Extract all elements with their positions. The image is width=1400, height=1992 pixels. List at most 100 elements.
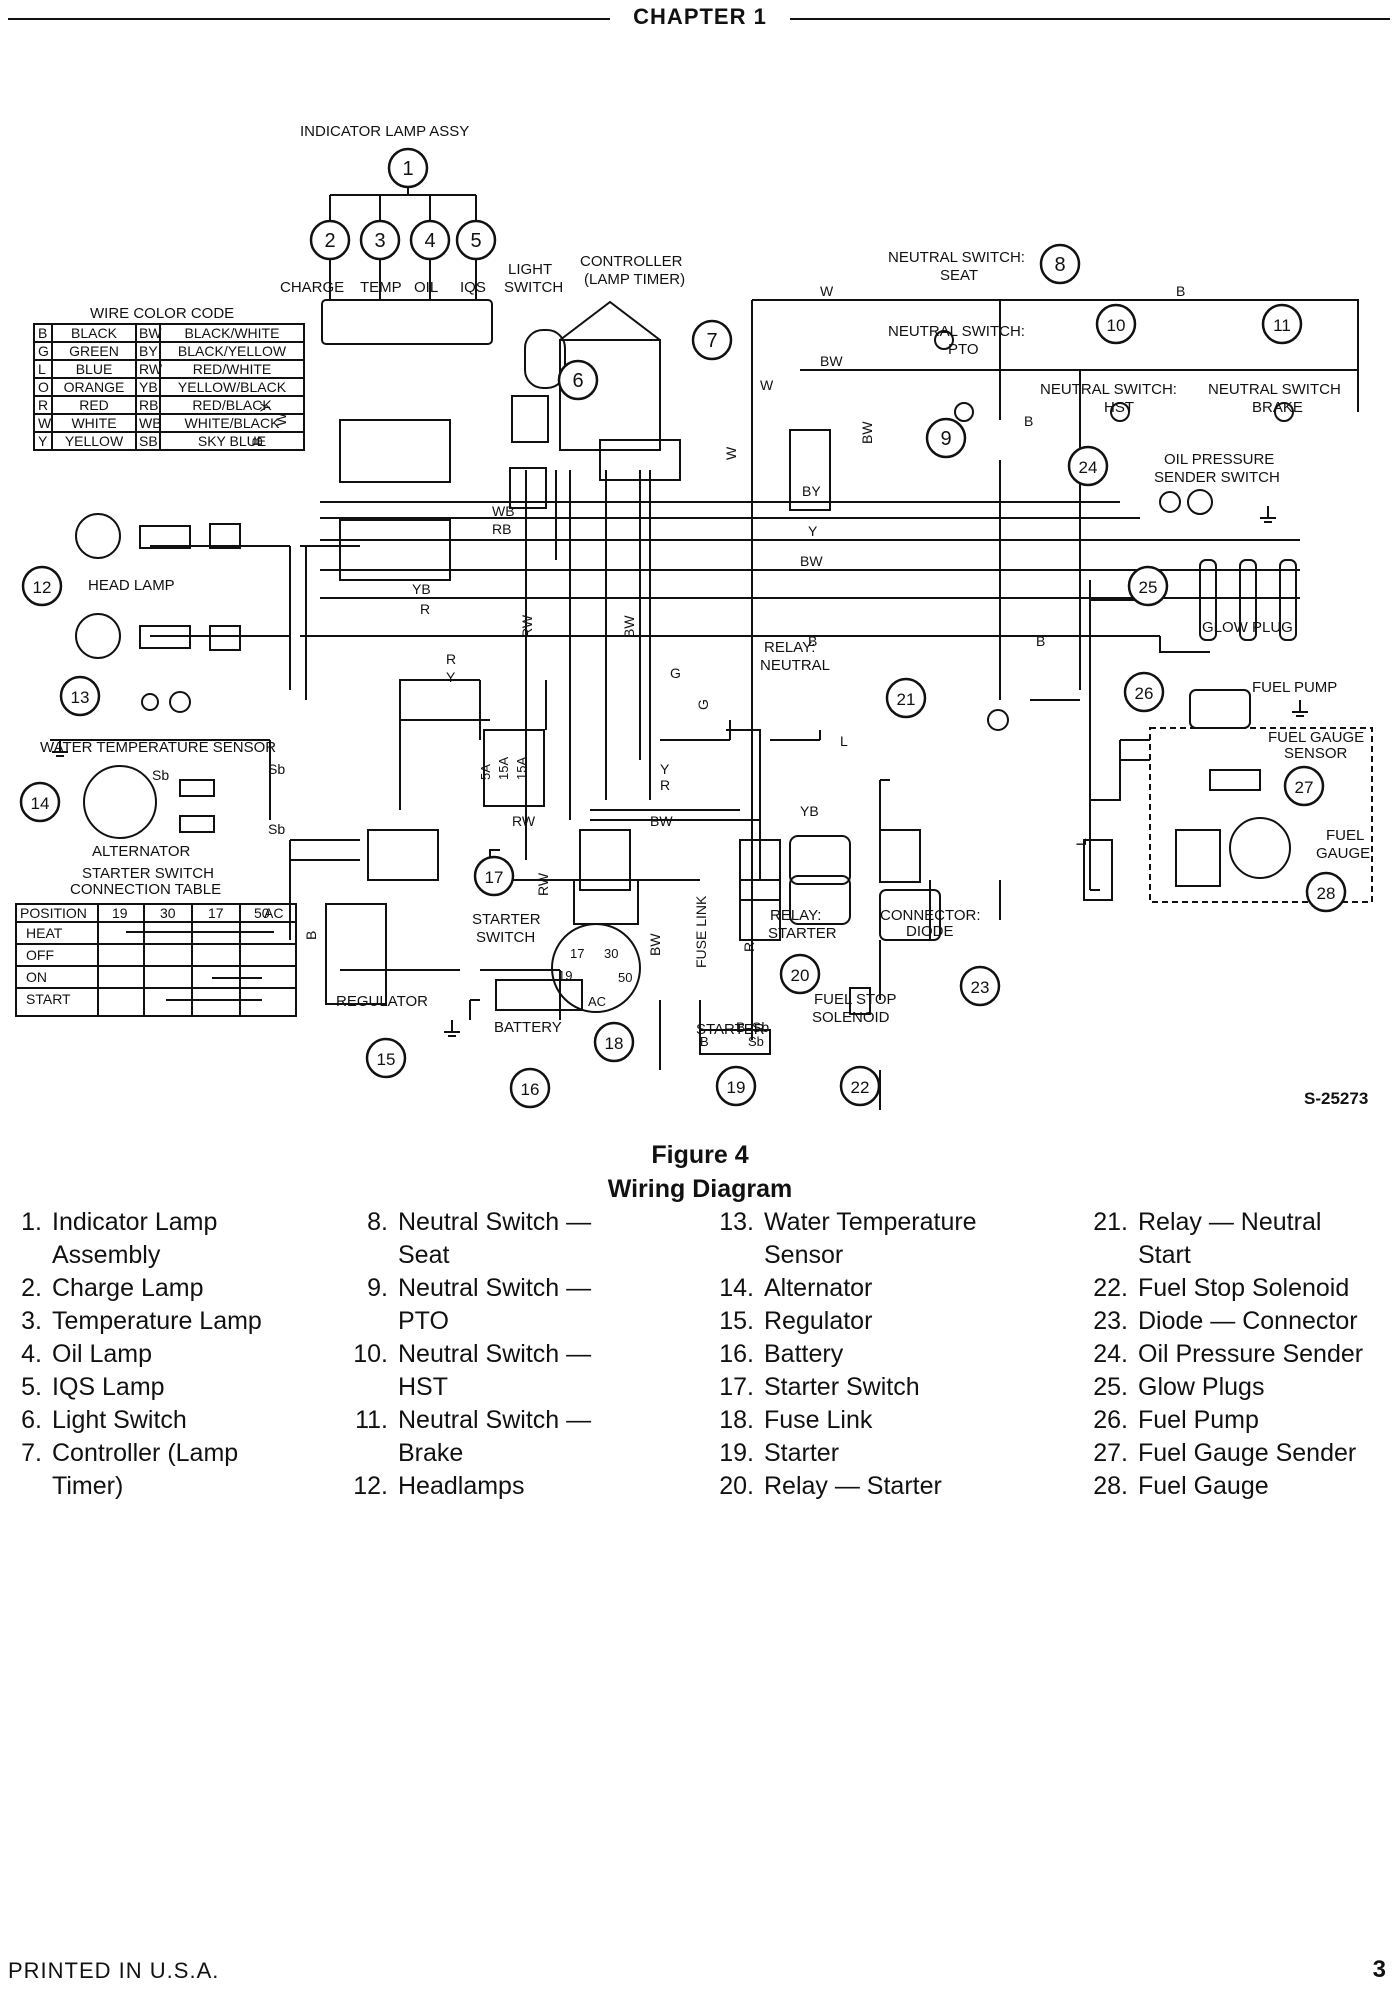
relay-starter-body	[789, 875, 851, 925]
starter-table-header-5: AC	[264, 905, 283, 921]
wire-code-bw4: BW	[621, 615, 637, 638]
legend-item-text: Neutral Switch — PTO	[398, 1274, 592, 1335]
wire-code-b5: B	[303, 931, 319, 940]
label-controller-2: (LAMP TIMER)	[584, 271, 685, 288]
label-water-temp-sensor: WATER TEMPERATURE SENSOR	[40, 739, 276, 756]
legend-item: 17.Starter Switch	[712, 1371, 1042, 1404]
wire-code-wb: WB	[492, 503, 515, 519]
label-fuse-link: FUSE LINK	[693, 895, 709, 968]
callout-16-circle	[509, 1067, 551, 1109]
ground-symbols	[52, 506, 1308, 1037]
head-lamp-lower	[75, 613, 121, 659]
terminal-label-1: 30	[604, 946, 618, 961]
legend-item: 11.Neutral Switch — Brake	[346, 1404, 676, 1470]
label-neutral-pto-2: PTO	[948, 341, 979, 358]
wcc-code-6: Y	[38, 433, 48, 449]
fuel-gauge-dial	[1229, 817, 1291, 879]
callout-23-circle	[959, 965, 1001, 1007]
glow-plug-3	[1279, 559, 1297, 641]
alternator-connector	[367, 829, 439, 881]
legend-item: 19.Starter	[712, 1437, 1042, 1470]
wire-code-bw6: BW	[647, 933, 663, 956]
legend-item: 5.IQS Lamp	[0, 1371, 320, 1404]
legend-item-text: Water Temperature Sensor	[764, 1208, 977, 1269]
legend-item: 15.Regulator	[712, 1305, 1042, 1338]
callout-2: 2	[324, 230, 335, 252]
header-rule-left	[8, 18, 610, 20]
wcc-color2-4: RED/BLACK	[192, 397, 272, 413]
label-wire-color-code: WIRE COLOR CODE	[90, 305, 234, 322]
wire-code-sb2: Sb	[268, 761, 285, 777]
legend-item-number: 23.	[1093, 1307, 1128, 1335]
wcc-code2-0: BW	[139, 325, 162, 341]
page-number: 3	[1372, 1956, 1386, 1983]
callout-13-circle	[59, 675, 101, 717]
legend-item-number: 21.	[1093, 1208, 1128, 1236]
wire-code-sb4: Sb	[752, 1019, 769, 1035]
callout-8-circle	[1039, 243, 1081, 285]
callout-26: 26	[1135, 684, 1154, 703]
neutral-brake-switch	[1274, 402, 1294, 422]
label-fuel-stop-1: FUEL STOP	[814, 991, 897, 1008]
wire-code-bw1: BW	[820, 353, 843, 369]
light-switch-plug	[509, 467, 547, 509]
label-fuel-gauge-2: GAUGE	[1316, 845, 1370, 862]
label-neutral-brake-2: BRAKE	[1252, 399, 1303, 416]
wcc-color2-1: BLACK/YELLOW	[178, 343, 287, 359]
label-relay-neutral-1: RELAY:	[764, 639, 815, 656]
legend-item-text: Glow Plugs	[1138, 1373, 1265, 1401]
label-iqs: IQS	[460, 279, 486, 296]
callout-10: 10	[1107, 316, 1126, 335]
callout-19-circle	[715, 1065, 757, 1107]
callout-15-circle	[365, 1037, 407, 1079]
legend-item-text: Temperature Lamp	[52, 1307, 262, 1335]
label-relay-neutral-2: NEUTRAL	[760, 657, 830, 674]
legend-item-number: 24.	[1093, 1340, 1128, 1368]
legend-item-number: 17.	[719, 1373, 754, 1401]
label-glow-plug: GLOW PLUG	[1202, 619, 1293, 636]
head-lamp-lower-socket	[209, 625, 241, 651]
printed-in: PRINTED IN U.S.A.	[8, 1958, 220, 1983]
legend-item-text: Fuel Gauge Sender	[1138, 1439, 1357, 1467]
wire-code-b2: B	[1024, 413, 1033, 429]
callout-15: 15	[377, 1050, 396, 1069]
legend-item: 24.Oil Pressure Sender	[1086, 1338, 1396, 1371]
wire-code-r1: R	[420, 601, 430, 617]
head-lamp-upper-plug	[139, 525, 191, 549]
legend-item-text: Fuse Link	[764, 1406, 873, 1434]
label-light-switch-1: LIGHT	[508, 261, 552, 278]
oil-pressure-sender	[1159, 491, 1181, 513]
wire-code-w3: W	[723, 446, 739, 460]
callout-25: 25	[1139, 578, 1158, 597]
label-neutral-hst-1: NEUTRAL SWITCH:	[1040, 381, 1177, 398]
label-temp: TEMP	[360, 279, 402, 296]
callout-21-circle	[885, 677, 927, 719]
wire-code-l1: L	[840, 733, 848, 749]
wire-code-l2: L	[1073, 838, 1089, 846]
wcc-code2-6: SB	[139, 433, 158, 449]
label-neutral-seat-2: SEAT	[940, 267, 978, 284]
ignition-connector	[579, 829, 631, 891]
wire-code-r2: R	[446, 651, 456, 667]
legend-item: 7.Controller (Lamp Timer)	[0, 1437, 320, 1503]
terminal-label-4: AC	[588, 994, 606, 1009]
glow-plug-1	[1199, 559, 1217, 641]
legend-item: 9.Neutral Switch — PTO	[346, 1272, 676, 1338]
legend-item-text: Alternator	[764, 1274, 873, 1302]
label-fuel-pump: FUEL PUMP	[1252, 679, 1337, 696]
indicator-lamp-housing	[321, 299, 493, 345]
callout-17: 17	[485, 868, 504, 887]
label-starter-switch-1: STARTER	[472, 911, 541, 928]
callout-20-circle	[779, 953, 821, 995]
legend-item-number: 25.	[1093, 1373, 1128, 1401]
wire-code-bw3: BW	[800, 553, 823, 569]
connector-diode-body	[879, 889, 941, 941]
terminal-label-0: 17	[570, 946, 584, 961]
callout-22-circle	[839, 1065, 881, 1107]
callout-6-circle	[557, 359, 599, 401]
label-neutral-pto-1: NEUTRAL SWITCH:	[888, 323, 1025, 340]
label-neutral-seat-1: NEUTRAL SWITCH:	[888, 249, 1025, 266]
legend-item-number: 22.	[1093, 1274, 1128, 1302]
